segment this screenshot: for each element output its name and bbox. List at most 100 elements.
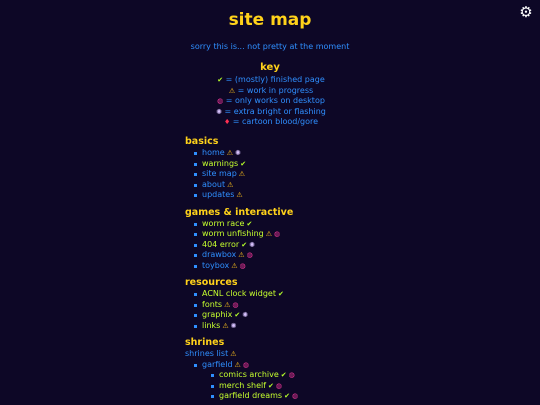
check-icon: ✔ xyxy=(284,392,290,400)
page-link[interactable]: updates xyxy=(202,190,235,199)
check-icon: ✔ xyxy=(268,381,274,390)
check-icon: ✔ xyxy=(241,240,248,249)
list-item: about⚠ xyxy=(185,180,485,191)
section-list: ACNL clock widget✔fonts⚠◍graphix✔✺links⚠… xyxy=(185,289,485,331)
blood-drop-icon: ♦ xyxy=(223,118,231,126)
warning-icon: ⚠ xyxy=(226,149,233,157)
page-link[interactable]: links xyxy=(202,320,221,330)
list-item: updates⚠ xyxy=(185,190,485,201)
list-item: worm unfishing⚠◍ xyxy=(185,229,485,240)
list-item: toybox⚠◍ xyxy=(185,261,485,272)
page-link[interactable]: worm unfishing xyxy=(202,229,264,238)
list-item: comics archive✔◍ xyxy=(185,370,485,381)
list-item: site map⚠ xyxy=(185,169,485,180)
warning-icon: ⚠ xyxy=(234,360,241,369)
list-item: home⚠✺ xyxy=(185,148,485,159)
warning-icon: ⚠ xyxy=(238,170,246,178)
check-icon: ✔ xyxy=(246,219,253,228)
desktop-only-icon: ◍ xyxy=(217,97,224,105)
list-item: 404 error✔✺ xyxy=(185,240,485,251)
warning-icon: ⚠ xyxy=(236,191,243,199)
check-icon: ✔ xyxy=(277,290,284,298)
gear-icon[interactable]: ⚙ xyxy=(519,3,533,21)
page-link[interactable]: shrines list xyxy=(185,349,229,358)
list-item: drawbox⚠◍ xyxy=(185,250,485,261)
key-row: ✺ = extra bright or flashing xyxy=(0,107,540,118)
check-icon: ✔ xyxy=(240,159,247,168)
list-item: merch shelf✔◍ xyxy=(185,381,485,392)
section-heading: games & interactive xyxy=(185,206,294,218)
page-link[interactable]: comics archive xyxy=(219,370,279,379)
page-title: site map xyxy=(228,10,312,30)
page-link[interactable]: garfield xyxy=(202,359,233,369)
page-link[interactable]: ACNL clock widget xyxy=(202,289,276,298)
list-item: warnings✔ xyxy=(185,159,485,170)
warning-icon: ⚠ xyxy=(222,321,229,330)
key-row: ◍ = only works on desktop xyxy=(0,96,540,107)
check-icon: ✔ xyxy=(234,311,241,319)
warning-icon: ⚠ xyxy=(238,251,245,259)
page-link[interactable]: warnings xyxy=(202,158,239,168)
check-icon: ✔ xyxy=(280,371,287,379)
page-link[interactable]: garfield dreams xyxy=(219,391,283,400)
desktop-only-icon: ◍ xyxy=(239,261,246,270)
flashing-icon: ✺ xyxy=(234,149,241,157)
key-row-text: = work in progress xyxy=(235,85,314,95)
key-row: ⚠ = work in progress xyxy=(0,86,540,97)
key-row: ♦ = cartoon blood/gore xyxy=(0,117,540,128)
key-row-text: = only works on desktop xyxy=(223,96,325,105)
warning-icon: ⚠ xyxy=(265,230,272,238)
section-heading: resources xyxy=(185,277,238,288)
key-row-text: = extra bright or flashing xyxy=(222,106,326,116)
list-item: ACNL clock widget✔ xyxy=(185,289,485,300)
list-item: worm race✔ xyxy=(185,219,485,230)
desktop-only-icon: ◍ xyxy=(275,381,283,390)
warning-icon: ⚠ xyxy=(228,86,236,95)
page-link[interactable]: graphix xyxy=(202,310,233,319)
desktop-only-icon: ◍ xyxy=(232,300,239,309)
desktop-only-icon: ◍ xyxy=(291,392,299,400)
page-link[interactable]: fonts xyxy=(202,299,223,309)
section-heading: basics xyxy=(185,136,219,147)
page-link[interactable]: site map xyxy=(202,169,237,178)
page-link[interactable]: merch shelf xyxy=(219,380,267,390)
page-link[interactable]: 404 error xyxy=(202,239,240,249)
page-link[interactable]: drawbox xyxy=(202,250,237,259)
warning-icon: ⚠ xyxy=(231,261,238,270)
page-link[interactable]: toybox xyxy=(202,260,230,270)
warning-icon: ⚠ xyxy=(230,350,237,358)
key-heading: key xyxy=(260,62,280,73)
warning-icon: ⚠ xyxy=(224,300,231,309)
key-row-text: = cartoon blood/gore xyxy=(230,117,319,126)
section-list: home⚠✺warnings✔site map⚠about⚠updates⚠ xyxy=(185,148,485,201)
list-item: fonts⚠◍ xyxy=(185,300,485,311)
flashing-icon: ✺ xyxy=(249,240,255,249)
key-rows: ✔ = (mostly) finished page⚠ = work in pr… xyxy=(0,75,540,128)
warning-icon: ⚠ xyxy=(227,180,234,189)
page-link[interactable]: home xyxy=(202,148,225,157)
desktop-only-icon: ◍ xyxy=(242,360,249,369)
section-list: shrines list⚠garfield⚠◍comics archive✔◍m… xyxy=(185,349,485,402)
key-row: ✔ = (mostly) finished page xyxy=(0,75,540,86)
page-subtitle: sorry this is... not pretty at the momen… xyxy=(190,42,350,51)
desktop-only-icon: ◍ xyxy=(288,371,295,379)
flashing-icon: ✺ xyxy=(242,311,249,319)
list-item: shrines list⚠ xyxy=(185,349,485,360)
list-item: links⚠✺ xyxy=(185,321,485,332)
page-link[interactable]: worm race xyxy=(202,218,245,228)
flashing-icon: ✺ xyxy=(216,107,222,116)
page-link[interactable]: about xyxy=(202,179,226,189)
desktop-only-icon: ◍ xyxy=(246,251,253,259)
list-item: garfield⚠◍ xyxy=(185,360,485,371)
section-list: worm race✔worm unfishing⚠◍404 error✔✺dra… xyxy=(185,219,485,272)
flashing-icon: ✺ xyxy=(230,321,237,330)
list-item: garfield dreams✔◍ xyxy=(185,391,485,402)
desktop-only-icon: ◍ xyxy=(274,230,281,238)
section-heading: shrines xyxy=(185,337,225,348)
check-icon: ✔ xyxy=(217,76,224,84)
list-item: graphix✔✺ xyxy=(185,310,485,321)
key-legend: key ✔ = (mostly) finished page⚠ = work i… xyxy=(0,62,540,128)
key-row-text: = (mostly) finished page xyxy=(223,75,325,84)
